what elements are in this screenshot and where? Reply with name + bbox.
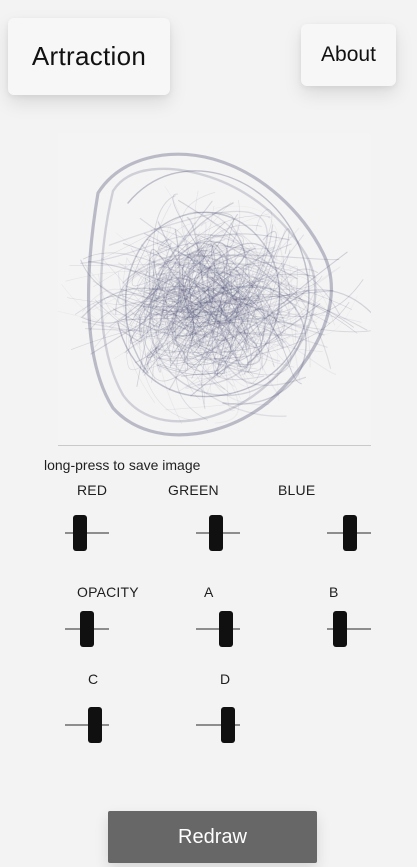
attractor-stroke bbox=[128, 222, 195, 403]
green-label: GREEN bbox=[168, 482, 219, 498]
attractor-image bbox=[58, 152, 371, 437]
opacity-label: OPACITY bbox=[77, 584, 139, 600]
d-label: D bbox=[220, 671, 231, 687]
attractor-stroke bbox=[122, 254, 266, 386]
b-slider[interactable] bbox=[327, 610, 371, 648]
attractor-stroke bbox=[138, 303, 263, 382]
attractor-stroke bbox=[148, 248, 218, 317]
green-slider[interactable] bbox=[196, 514, 240, 552]
b-label: B bbox=[329, 584, 339, 600]
about-button-label: About bbox=[321, 43, 376, 66]
app-title-text: Artraction bbox=[31, 41, 147, 71]
attractor-stroke bbox=[131, 237, 231, 327]
green-slider-thumb[interactable] bbox=[208, 515, 223, 551]
attractor-stroke bbox=[201, 249, 291, 409]
c-label: C bbox=[88, 671, 99, 687]
a-slider[interactable] bbox=[196, 610, 240, 648]
attractor-stroke bbox=[123, 288, 337, 375]
attractor-stroke bbox=[213, 222, 251, 376]
attractor-stroke bbox=[172, 309, 283, 373]
attractor-stroke bbox=[182, 234, 233, 368]
attractor-stroke bbox=[172, 292, 259, 338]
attractor-stroke bbox=[144, 233, 284, 349]
attractor-stroke bbox=[186, 261, 292, 370]
attractor-stroke bbox=[146, 230, 259, 339]
attractor-stroke bbox=[117, 170, 310, 398]
a-label: A bbox=[204, 584, 214, 600]
attractor-stroke bbox=[136, 242, 172, 387]
c-slider[interactable] bbox=[65, 706, 109, 744]
attractor-stroke bbox=[82, 287, 249, 368]
attractor-stroke bbox=[187, 242, 275, 312]
opacity-slider-thumb[interactable] bbox=[80, 611, 94, 647]
save-image-hint: long-press to save image bbox=[44, 457, 201, 473]
attractor-stroke bbox=[210, 233, 243, 331]
attractor-stroke bbox=[159, 244, 216, 344]
attractor-stroke bbox=[170, 243, 292, 338]
attractor-stroke bbox=[147, 228, 181, 359]
attractor-stroke bbox=[118, 262, 319, 324]
attractor-stroke bbox=[188, 295, 358, 340]
attractor-stroke bbox=[172, 285, 307, 405]
redraw-button-label: Redraw bbox=[178, 825, 247, 848]
d-slider[interactable] bbox=[196, 706, 240, 744]
red-label: RED bbox=[77, 482, 108, 498]
red-slider-thumb[interactable] bbox=[73, 515, 88, 551]
d-slider-track bbox=[196, 724, 240, 726]
attractor-stroke bbox=[81, 227, 300, 313]
attractor-stroke bbox=[115, 254, 340, 315]
blue-slider-thumb[interactable] bbox=[342, 515, 357, 551]
red-slider[interactable] bbox=[65, 514, 109, 552]
attractor-stroke bbox=[153, 228, 215, 339]
opacity-slider[interactable] bbox=[65, 610, 109, 648]
c-slider-track bbox=[65, 724, 109, 726]
attractor-stroke bbox=[177, 247, 290, 347]
attractor-stroke bbox=[191, 243, 215, 355]
attractor-stroke bbox=[157, 240, 243, 425]
attractor-stroke bbox=[120, 287, 194, 343]
attractor-stroke bbox=[157, 239, 227, 269]
attractor-stroke bbox=[82, 252, 364, 317]
attractor-stroke bbox=[223, 275, 354, 328]
attractor-stroke bbox=[180, 250, 240, 424]
attractor-stroke bbox=[80, 233, 278, 272]
c-slider-thumb[interactable] bbox=[87, 707, 102, 743]
about-button[interactable]: About bbox=[301, 24, 396, 86]
attractor-stroke bbox=[209, 322, 292, 376]
attractor-stroke bbox=[140, 275, 246, 330]
app-title: Artraction bbox=[8, 18, 170, 95]
attractor-stroke bbox=[167, 240, 223, 312]
attractor-stroke bbox=[237, 228, 290, 364]
attractor-stroke bbox=[149, 202, 304, 397]
attractor-stroke bbox=[124, 211, 281, 374]
a-slider-thumb[interactable] bbox=[218, 611, 233, 647]
b-slider-track bbox=[327, 628, 371, 630]
d-slider-thumb[interactable] bbox=[221, 707, 236, 743]
blue-label: BLUE bbox=[278, 482, 316, 498]
blue-slider[interactable] bbox=[327, 514, 371, 552]
attractor-stroke bbox=[218, 273, 290, 319]
attractor-stroke bbox=[148, 306, 250, 353]
a-slider-track bbox=[196, 628, 240, 630]
attractor-stroke bbox=[84, 264, 341, 335]
attractor-canvas[interactable] bbox=[58, 133, 371, 446]
redraw-button[interactable]: Redraw bbox=[108, 811, 317, 863]
attractor-stroke bbox=[108, 210, 268, 319]
b-slider-thumb[interactable] bbox=[333, 611, 348, 647]
